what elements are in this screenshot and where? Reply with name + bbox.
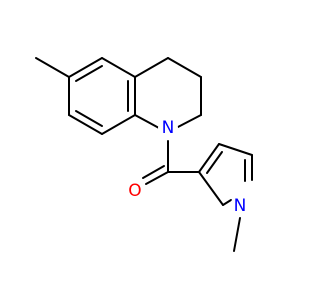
bond-carbonyl-oxygen-double	[142, 165, 165, 179]
structure-drawing: N O N	[35, 57, 253, 252]
bond-c4a-c5	[101, 57, 136, 78]
bond-p4-p5	[218, 143, 253, 156]
bond-n1-c8a	[134, 114, 160, 129]
molecule-canvas: N O N	[35, 57, 253, 252]
methyl-bond-aryl	[35, 57, 70, 78]
n-methyl-bond	[233, 217, 241, 252]
saturated-ring	[134, 57, 202, 129]
carbonyl-oxygen-label: O	[128, 181, 141, 201]
bond-n1-p2	[222, 199, 232, 206]
bond-c7-c8	[68, 114, 103, 135]
bond-p3-p4	[198, 143, 220, 173]
bond-c7-c8-inner	[75, 110, 103, 127]
benzene-ring	[68, 57, 136, 135]
bond-c8-c8a	[101, 114, 136, 135]
pyrrole-ring	[198, 143, 253, 206]
atom-carbonyl-oxygen: O	[125, 181, 145, 201]
pyrrole-nitrogen-label: N	[234, 196, 247, 216]
bond-c2-n1	[175, 114, 202, 129]
bond-c5-c6-inner	[75, 65, 103, 82]
atom-pyrrole-nitrogen: N	[230, 196, 250, 216]
bond-c4a-c4	[134, 57, 169, 78]
bond-carbonyl-oxygen	[145, 171, 169, 185]
bond-p2-p3	[198, 171, 224, 206]
bond-p3-p4-inner	[206, 151, 223, 174]
ring-nitrogen-label: N	[162, 118, 175, 138]
bond-c5-c6	[68, 57, 103, 78]
bond-c4-c3	[167, 57, 202, 78]
atom-ring-nitrogen: N	[158, 118, 178, 138]
